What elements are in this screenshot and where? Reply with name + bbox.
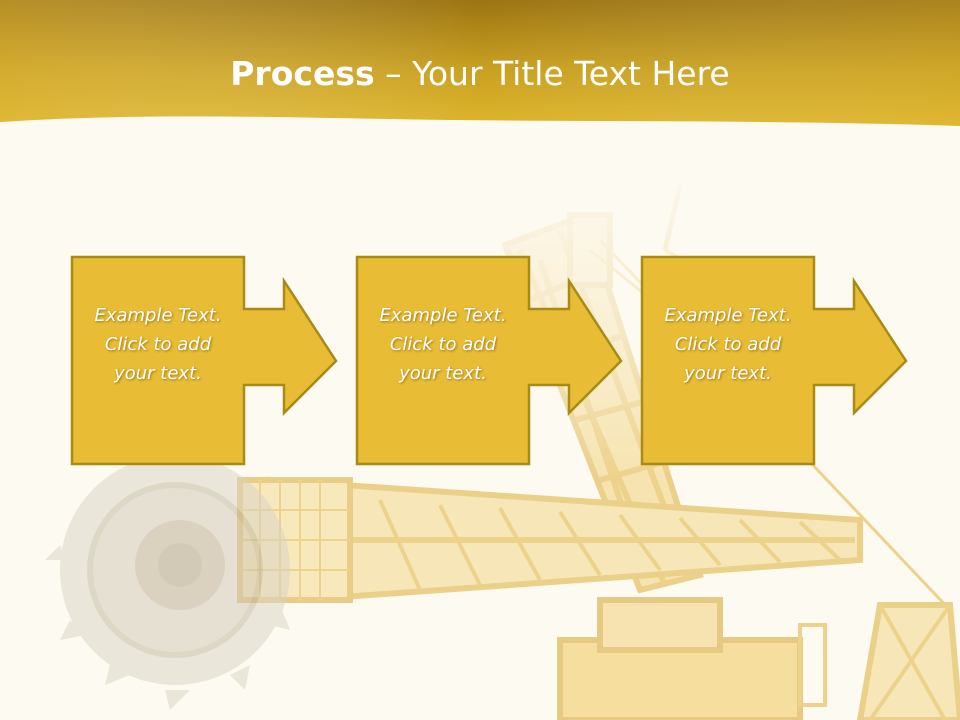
step-1-label: Example Text. Click to add your text. <box>94 304 222 384</box>
step-2-label: Example Text. Click to add your text. <box>379 304 507 384</box>
slide-title[interactable]: Process – Your Title Text Here <box>0 52 960 96</box>
process-step-3-text[interactable]: Example Text. Click to add your text. <box>642 258 814 464</box>
process-step-1-shape[interactable] <box>70 255 342 470</box>
title-rest: – Your Title Text Here <box>374 54 730 93</box>
title-bold: Process <box>230 54 375 93</box>
process-step-3-shape[interactable] <box>640 255 912 470</box>
header-banner <box>0 0 960 126</box>
process-step-1-text[interactable]: Example Text. Click to add your text. <box>72 258 244 464</box>
process-step-2-shape[interactable] <box>355 255 627 470</box>
process-step-2-text[interactable]: Example Text. Click to add your text. <box>357 258 529 464</box>
step-3-label: Example Text. Click to add your text. <box>664 304 792 384</box>
